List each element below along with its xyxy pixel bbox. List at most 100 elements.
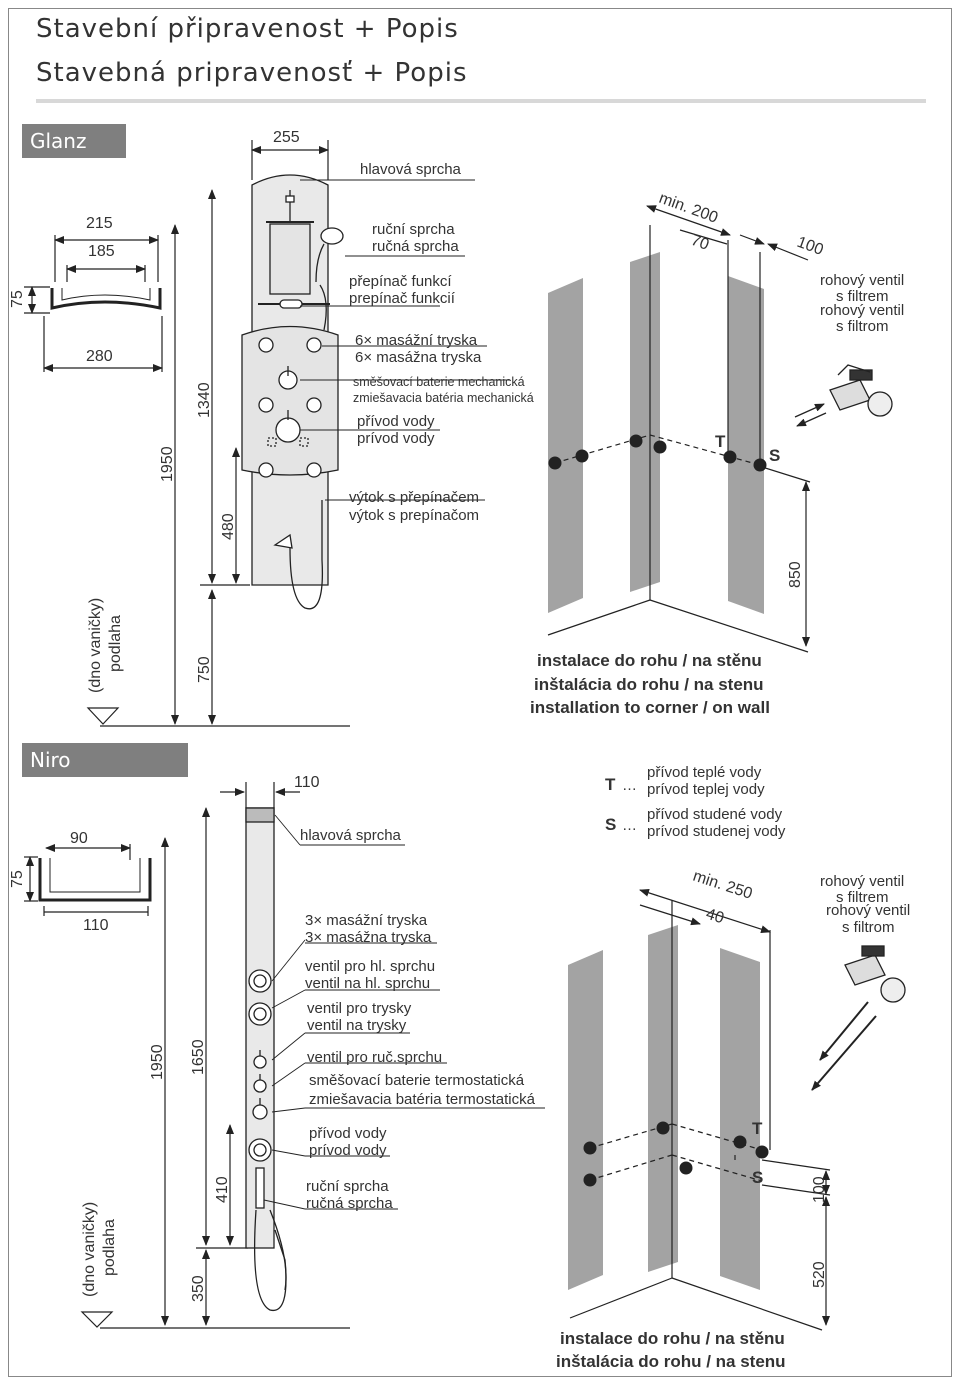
glanz-leaders (300, 179, 510, 501)
glanz-label-jets-cz: 6× masážní tryska (355, 332, 478, 349)
legend-t: T (605, 775, 616, 794)
niro-label-valve-hand: ventil pro ruč.sprchu (307, 1049, 442, 1066)
section-niro: Niro (22, 743, 188, 777)
niro-dim-1650: 1650 (190, 1039, 207, 1075)
niro-label-valve-jets-sk: ventil na trysky (307, 1017, 407, 1034)
niro-label-mixer-cz: směšovací baterie termostatická (309, 1072, 525, 1089)
niro-label-valve-jets-cz: ventil pro trysky (307, 1000, 412, 1017)
glanz-t-marker: T (715, 432, 726, 451)
page-title-sk: Stavebná pripravenosť + Popis (36, 58, 468, 88)
glanz-label-supply-cz: přívod vody (357, 413, 435, 430)
glanz-shower-panel (241, 174, 344, 610)
niro-shower-panel (245, 807, 287, 1312)
glanz-floor-label-2: podlaha (107, 615, 124, 672)
niro-label-mixer-sk: zmiešavacia batéria termostatická (309, 1091, 536, 1108)
niro-caption-sk: inštalácia do rohu / na stenu (556, 1352, 786, 1371)
niro-dim-1950: 1950 (149, 1044, 166, 1080)
legend-t-sk: prívod teplej vody (647, 781, 765, 798)
niro-valve-cz-1: rohový ventil (820, 873, 904, 890)
niro-s-marker: S (752, 1168, 763, 1187)
glanz-label-supply-sk: prívod vody (357, 430, 435, 447)
niro-dim-100: 100 (811, 1176, 828, 1203)
niro-valve-sk-2: s filtrom (842, 919, 895, 936)
legend-s-cz: přívod studené vody (647, 806, 783, 823)
glanz-corner-valve-icon (794, 364, 893, 427)
glanz-dim-280: 280 (86, 348, 113, 365)
glanz-plan-view (24, 235, 163, 372)
niro-plan-view (24, 844, 152, 916)
glanz-label-hand-cz: ruční sprcha (372, 221, 455, 238)
glanz-s-marker: S (769, 446, 780, 465)
glanz-dim-255: 255 (273, 129, 300, 146)
glanz-caption-en: installation to corner / on wall (530, 698, 770, 717)
niro-dim-520: 520 (811, 1261, 828, 1288)
glanz-floor-label-1: (dno vaničky) (87, 598, 104, 693)
glanz-dim-1950: 1950 (159, 446, 176, 482)
niro-dim-110-top: 110 (294, 774, 320, 791)
niro-dim-410: 410 (214, 1176, 231, 1203)
glanz-dim-70: 70 (689, 232, 712, 254)
niro-label-valve-head-cz: ventil pro hl. sprchu (305, 958, 435, 975)
niro-vertical-dims (80, 807, 350, 1329)
glanz-label-mixer-sk: zmiešavacia batéria mechanická (353, 391, 534, 405)
glanz-valve-sk-1: rohový ventil (820, 302, 904, 319)
glanz-label-spout-cz: výtok s přepínačem (349, 489, 479, 506)
glanz-valve-sk-2: s filtrom (836, 318, 889, 335)
niro-label-head-shower: hlavová sprcha (300, 827, 402, 844)
glanz-caption-cz: instalace do rohu / na stěnu (537, 651, 762, 670)
niro-floor-label-2: podlaha (101, 1219, 118, 1276)
niro-min-250: min. 250 (691, 868, 755, 903)
glanz-label-switch-sk: prepínač funkcií (349, 290, 456, 307)
niro-top-dim (220, 782, 300, 808)
niro-install-drawing (568, 888, 906, 1331)
glanz-dim-480: 480 (220, 513, 237, 540)
niro-floor-label-1: (dno vaničky) (81, 1202, 98, 1297)
niro-dim-110-bottom: 110 (83, 917, 109, 934)
niro-valve-sk-1: rohový ventil (826, 902, 910, 919)
glanz-label-spout-sk: výtok s prepínačom (349, 507, 479, 524)
niro-label-jets-sk: 3× masážna tryska (305, 929, 432, 946)
niro-dim-40: 40 (704, 906, 726, 928)
glanz-label-switch-cz: přepínač funkcí (349, 273, 452, 290)
legend-s: S (605, 815, 616, 834)
page-title-cz: Stavební připravenost + Popis (36, 14, 459, 44)
niro-dim-90: 90 (70, 830, 88, 847)
glanz-caption-sk: inštalácia do rohu / na stenu (534, 675, 764, 694)
glanz-dim-185: 185 (88, 243, 115, 260)
glanz-label-head-shower: hlavová sprcha (360, 161, 462, 178)
legend-t-cz: přívod teplé vody (647, 764, 762, 781)
glanz-label-jets-sk: 6× masážna tryska (355, 349, 482, 366)
glanz-dim-75: 75 (9, 290, 26, 308)
section-glanz: Glanz (22, 124, 126, 158)
niro-label-jets-cz: 3× masážní tryska (305, 912, 428, 929)
glanz-dim-215: 215 (86, 215, 113, 232)
niro-corner-valve-icon (811, 945, 906, 1091)
glanz-top-dim (251, 140, 329, 180)
niro-caption-cz: instalace do rohu / na stěnu (560, 1329, 785, 1348)
niro-label-supply-cz: přívod vody (309, 1125, 387, 1142)
legend-t-dots: … (622, 777, 637, 794)
glanz-dim-100: 100 (795, 234, 826, 259)
glanz-dim-750: 750 (196, 656, 213, 683)
glanz-label-hand-sk: ručná sprcha (372, 238, 459, 255)
glanz-min-200: min. 200 (657, 190, 721, 227)
glanz-install-drawing (547, 205, 893, 653)
niro-label-hand-sk: ručná sprcha (306, 1195, 393, 1212)
legend-s-sk: prívod studenej vody (647, 823, 786, 840)
glanz-label-mixer-cz: směšovací baterie mechanická (353, 375, 525, 389)
niro-dim-75: 75 (9, 870, 26, 888)
glanz-valve-cz-2: s filtrem (836, 288, 889, 305)
glanz-valve-cz-1: rohový ventil (820, 272, 904, 289)
page-frame (8, 8, 952, 1377)
glanz-dim-850: 850 (787, 561, 804, 588)
niro-dim-350: 350 (190, 1275, 207, 1302)
glanz-vertical-dims (86, 189, 350, 727)
niro-t-marker: T (752, 1119, 763, 1138)
niro-label-supply-sk: prívod vody (309, 1142, 387, 1159)
legend-s-dots: … (622, 817, 637, 834)
glanz-dim-1340: 1340 (196, 382, 213, 418)
niro-valve-cz-2: s filtrem (836, 889, 889, 906)
title-divider (36, 99, 926, 103)
niro-label-hand-cz: ruční sprcha (306, 1178, 389, 1195)
